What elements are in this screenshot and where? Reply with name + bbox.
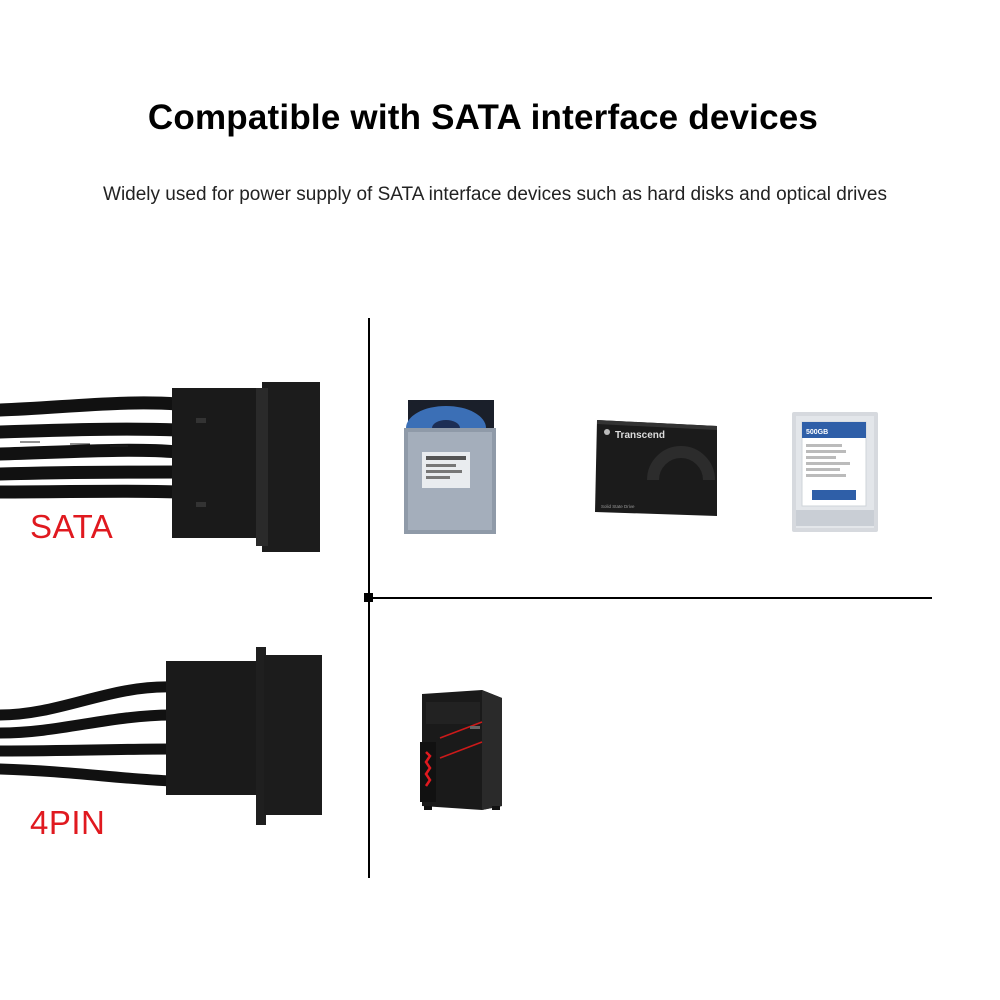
optical-drive-image [404,400,496,534]
sata-connector-image [0,382,320,552]
horizontal-divider [368,597,932,599]
page-subtitle: Widely used for power supply of SATA int… [103,184,887,205]
desktop-tower-image [420,690,502,810]
sata-label: SATA [30,508,114,545]
ssd-brand: Transcend [615,430,665,441]
4pin-label: 4PIN [30,804,106,841]
ssd-image: Transcend Solid State Drive [595,420,717,516]
hard-disk-image: 500GB [792,412,878,532]
divider-junction [364,593,373,602]
hdd-capacity: 500GB [806,429,828,436]
page-title: Compatible with SATA interface devices [147,98,819,137]
4pin-connector-image [0,647,322,825]
ssd-caption: Solid State Drive [601,504,635,509]
